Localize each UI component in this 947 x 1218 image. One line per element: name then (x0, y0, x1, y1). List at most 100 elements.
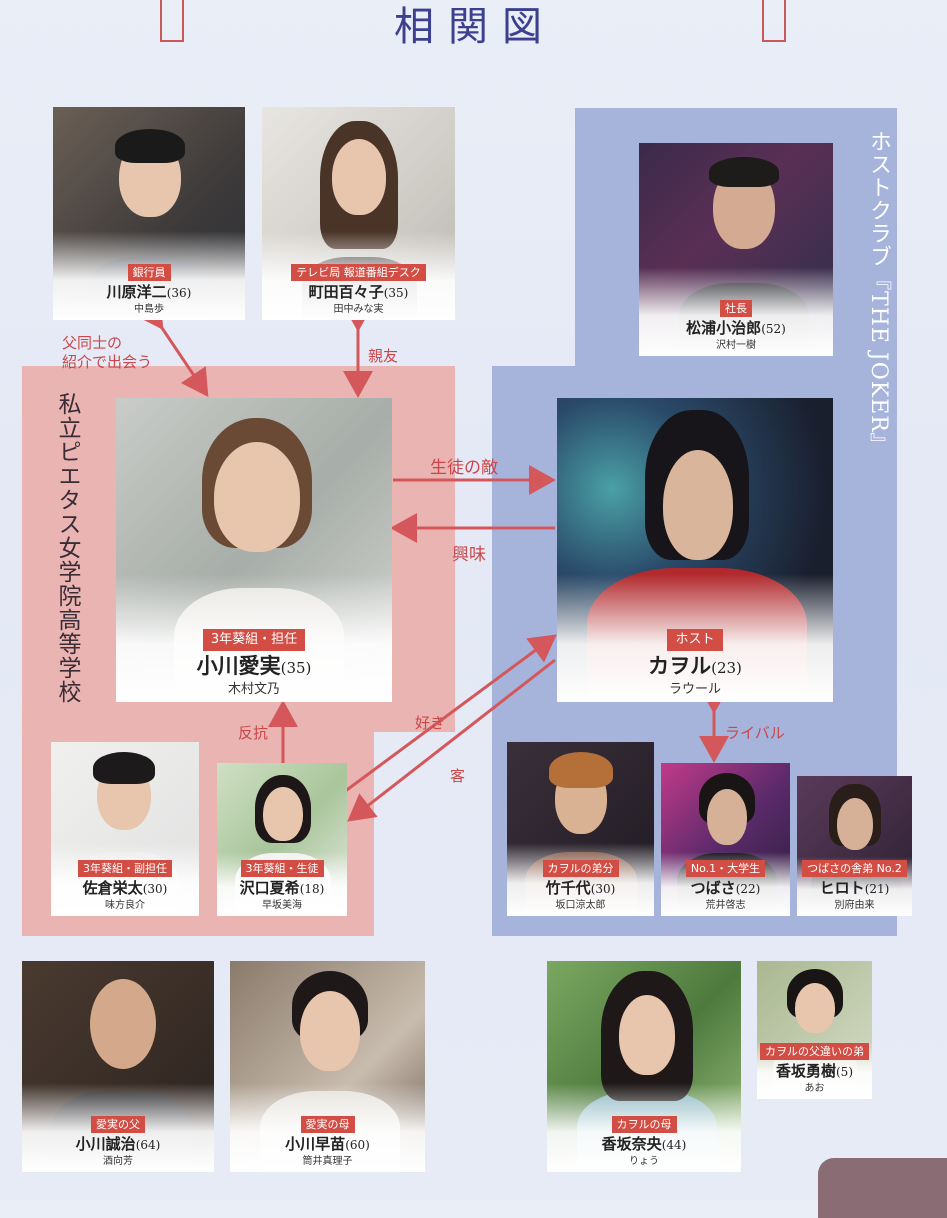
relation-label-rival: ライバル (725, 724, 785, 742)
card-seiji[interactable]: 愛実の父 小川誠治(64) 酒向芳 (22, 961, 214, 1172)
actor-name: 味方良介 (105, 900, 145, 911)
character-name: 香坂勇樹(5) (775, 1062, 853, 1080)
role-badge: ホスト (667, 629, 723, 651)
header-decoration-left-inner (182, 0, 184, 42)
card-info: 3年葵組・担任 小川愛実(35) 木村文乃 (116, 628, 392, 698)
figure-hair (549, 752, 613, 788)
character-name: 佐倉栄太(30) (82, 879, 168, 897)
role-badge: カヲルの父違いの弟 (760, 1043, 869, 1060)
corner-decoration (818, 1158, 947, 1218)
figure-head (707, 789, 747, 845)
card-info: 3年葵組・副担任 佐倉栄太(30) 味方良介 (51, 857, 199, 912)
figure-head (300, 991, 360, 1071)
character-name: 竹千代(30) (545, 879, 616, 897)
card-tsubasa[interactable]: No.1・大学生 つばさ(22) 荒井啓志 (661, 763, 790, 916)
role-badge: 愛実の父 (91, 1116, 145, 1133)
figure-head (214, 442, 300, 552)
card-info: つばさの舎弟 No.2 ヒロト(21) 別府由来 (797, 857, 912, 912)
school-group-label: 私立ピエタス女学院高等学校 (54, 392, 80, 704)
figure-head (332, 139, 386, 215)
card-info: No.1・大学生 つばさ(22) 荒井啓志 (661, 857, 790, 912)
header-decoration-right-outer (762, 0, 764, 42)
relation-label-kyomi: 興味 (452, 545, 486, 565)
figure-head (663, 450, 733, 560)
card-info: カヲルの母 香坂奈央(44) りょう (547, 1113, 741, 1168)
figure-hair (93, 752, 155, 784)
figure-head (795, 983, 835, 1033)
figure-hair (115, 129, 185, 163)
actor-name: 別府由来 (834, 900, 875, 911)
role-badge: 3年葵組・担任 (202, 629, 306, 651)
character-name: 小川誠治(64) (75, 1135, 161, 1153)
relation-label-hanko: 反抗 (238, 724, 269, 742)
actor-name: ラウール (668, 682, 721, 697)
role-badge: カヲルの弟分 (542, 860, 619, 877)
actor-name: 田中みな実 (333, 304, 384, 315)
card-info: 社長 松浦小治郎(52) 沢村一樹 (639, 297, 833, 352)
figure-hair (709, 157, 779, 187)
figure-head (90, 979, 156, 1069)
character-name: 川原洋二(36) (106, 283, 192, 301)
card-matsuura[interactable]: 社長 松浦小治郎(52) 沢村一樹 (639, 143, 833, 356)
role-badge: 社長 (720, 300, 752, 317)
role-badge: 銀行員 (127, 264, 171, 281)
character-name: 小川愛実(35) (196, 653, 312, 678)
relation-label-kyaku: 客 (450, 767, 466, 785)
figure-head (619, 995, 675, 1075)
actor-name: あお (804, 1083, 825, 1094)
role-badge: カヲルの母 (611, 1116, 677, 1133)
actor-name: 沢村一樹 (716, 340, 756, 351)
card-info: テレビ局 報道番組デスク 町田百々子(35) 田中みな実 (262, 261, 455, 316)
card-info: 愛実の母 小川早苗(60) 筒井真理子 (230, 1113, 425, 1168)
card-kawahara[interactable]: 銀行員 川原洋二(36) 中島歩 (53, 107, 245, 320)
header-decoration-left-outer (160, 0, 162, 42)
actor-name: 坂口涼太郎 (555, 900, 606, 911)
card-sakura[interactable]: 3年葵組・副担任 佐倉栄太(30) 味方良介 (51, 742, 199, 916)
role-badge: No.1・大学生 (685, 860, 766, 877)
card-info: 銀行員 川原洋二(36) 中島歩 (53, 261, 245, 316)
card-sanae[interactable]: 愛実の母 小川早苗(60) 筒井真理子 (230, 961, 425, 1172)
relation-label-parents: 父同士の 紹介で出会う (62, 334, 153, 371)
relation-label-suki: 好き (415, 714, 446, 732)
card-machida[interactable]: テレビ局 報道番組デスク 町田百々子(35) 田中みな実 (262, 107, 455, 320)
role-badge: つばさの舎弟 No.2 (802, 860, 907, 877)
card-yuki[interactable]: カヲルの父違いの弟 香坂勇樹(5) あお (757, 961, 872, 1099)
character-name: 沢口夏希(18) (239, 879, 325, 897)
card-chiyo[interactable]: カヲルの弟分 竹千代(30) 坂口涼太郎 (507, 742, 654, 916)
card-info: カヲルの父違いの弟 香坂勇樹(5) あお (757, 1040, 872, 1095)
card-info: カヲルの弟分 竹千代(30) 坂口涼太郎 (507, 857, 654, 912)
club-group-label: ホストクラブ『THE JOKER』 (866, 130, 891, 456)
character-name: 香坂奈央(44) (601, 1135, 687, 1153)
actor-name: 木村文乃 (227, 682, 280, 697)
actor-name: 早坂美海 (262, 900, 302, 911)
page-title: 相関図 (394, 4, 556, 50)
card-kaoru[interactable]: ホスト カヲル(23) ラウール (557, 398, 833, 702)
character-name: ヒロト(21) (819, 879, 890, 897)
role-badge: 愛実の母 (300, 1116, 355, 1133)
card-nao[interactable]: カヲルの母 香坂奈央(44) りょう (547, 961, 741, 1172)
actor-name: 荒井啓志 (705, 900, 746, 911)
relation-label-shinyu: 親友 (368, 347, 399, 365)
card-info: ホスト カヲル(23) ラウール (557, 628, 833, 698)
actor-name: 中島歩 (134, 304, 164, 315)
character-name: 小川早苗(60) (285, 1135, 370, 1153)
header-decoration-right-line (762, 40, 786, 42)
header-decoration-right-inner (784, 0, 786, 42)
card-info: 3年葵組・生徒 沢口夏希(18) 早坂美海 (217, 857, 347, 912)
card-sawaguchi[interactable]: 3年葵組・生徒 沢口夏希(18) 早坂美海 (217, 763, 347, 916)
actor-name: 酒向芳 (103, 1156, 133, 1167)
figure-head (837, 798, 873, 850)
actor-name: りょう (629, 1156, 659, 1167)
card-aimi[interactable]: 3年葵組・担任 小川愛実(35) 木村文乃 (116, 398, 392, 702)
actor-name: 筒井真理子 (302, 1156, 353, 1167)
character-name: 松浦小治郎(52) (686, 319, 786, 337)
relation-label-teki: 生徒の敵 (430, 458, 498, 478)
figure-head (263, 787, 303, 841)
card-info: 愛実の父 小川誠治(64) 酒向芳 (22, 1113, 214, 1168)
character-name: つばさ(22) (690, 879, 761, 897)
character-name: 町田百々子(35) (308, 283, 409, 301)
role-badge: テレビ局 報道番組デスク (291, 264, 426, 281)
card-hiroto[interactable]: つばさの舎弟 No.2 ヒロト(21) 別府由来 (797, 776, 912, 916)
character-name: カヲル(23) (648, 653, 742, 678)
header-decoration-left-line (160, 40, 184, 42)
